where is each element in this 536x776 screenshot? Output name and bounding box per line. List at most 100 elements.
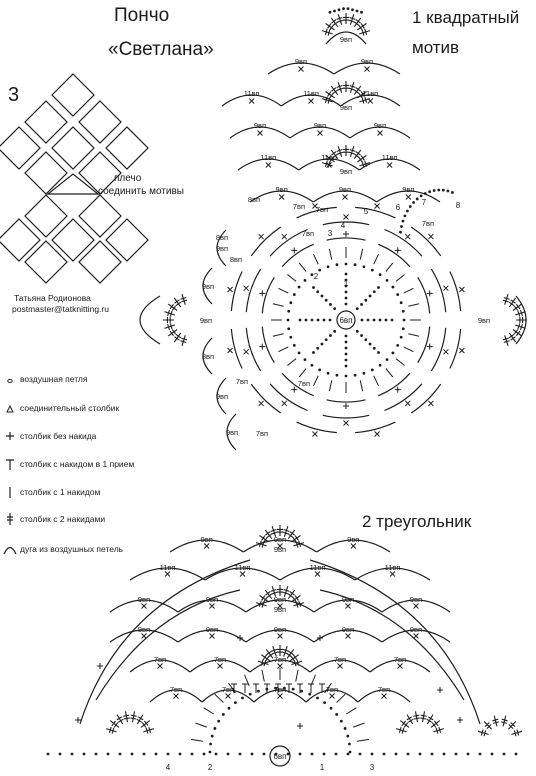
chain-arch: [249, 659, 311, 673]
single-crochet-mark: [227, 347, 233, 354]
chain-arch: [216, 377, 227, 415]
chain-stitch-mark: [324, 298, 328, 302]
chain-stitch-mark: [310, 273, 314, 277]
chain-stitch-mark: [328, 318, 332, 322]
chain-arch: [267, 62, 335, 75]
chain-stitch-mark: [298, 318, 302, 322]
chain-stitch-mark: [303, 279, 307, 282]
chain-arch: [261, 276, 275, 314]
single-crochet-mark: [377, 130, 383, 136]
treble-crochet-mark: [325, 155, 335, 163]
author-email: postmaster@tatknitting.ru: [12, 304, 109, 314]
arch-label: 7вп: [214, 655, 226, 664]
treble-crochet-mark: [264, 589, 273, 600]
double-crochet-mark: [328, 380, 333, 392]
chain-stitch-mark: [82, 752, 86, 756]
layout-square-motif: [24, 151, 68, 195]
chain-stitch-mark: [394, 752, 398, 756]
single-crochet-mark: [329, 693, 335, 699]
chain-stitch-mark: [344, 358, 348, 362]
single-crochet-mark: [257, 130, 263, 136]
chain-stitch-mark: [396, 293, 400, 296]
chain-stitch-mark: [320, 294, 324, 298]
chain-stitch-mark: [343, 727, 347, 730]
center-ring-label: 6вп: [339, 316, 352, 325]
single-crochet-mark: [277, 633, 283, 639]
single-crochet-mark: [394, 386, 401, 393]
double-crochet-mark: [261, 669, 265, 682]
chain-stitch-mark: [316, 290, 320, 294]
treble-crochet-mark: [325, 91, 335, 99]
chain-stitch-mark: [227, 706, 231, 710]
treble-crochet-mark: [293, 600, 305, 608]
chain-stitch-mark: [166, 752, 170, 756]
chain-arch: [269, 228, 308, 257]
treble-crochet-mark: [123, 711, 130, 723]
arch-label: 9вп: [274, 535, 286, 544]
single-crochet-mark: [258, 400, 265, 407]
single-crochet-mark: [217, 663, 223, 669]
double-crochet-mark: [287, 274, 297, 282]
chain-stitch-icon: [2, 373, 18, 387]
single-crochet-mark: [209, 633, 215, 639]
chain-arch: [322, 414, 370, 419]
double-crochet-mark: [272, 303, 284, 307]
chain-arch: [237, 158, 300, 171]
single-crochet-mark: [426, 343, 433, 350]
layout-square-motif: [78, 240, 122, 284]
treble-crochet-mark: [357, 155, 367, 163]
chain-stitch-mark: [360, 334, 363, 337]
chain-stitch-mark: [372, 290, 376, 294]
single-crochet-mark: [258, 233, 265, 240]
arch-label: 9вп: [274, 545, 286, 554]
chain-stitch-mark: [262, 752, 266, 756]
treble-crochet-mark: [282, 586, 290, 597]
arch-label: 8вп: [230, 255, 242, 264]
dc-cluster-mark: [275, 683, 281, 693]
single-crochet-mark: [277, 663, 283, 669]
arch-label: 9вп: [200, 316, 212, 325]
treble-crochet-mark: [173, 297, 182, 308]
chain-arch: [250, 226, 282, 257]
chain-stitch-mark: [337, 8, 341, 12]
chain-stitch-mark: [385, 358, 389, 361]
chain-stitch-mark: [333, 329, 337, 333]
chain-stitch-mark: [318, 368, 322, 372]
row-number: 6: [396, 203, 401, 212]
single-crochet-mark: [459, 347, 465, 354]
double-crochet-mark: [385, 368, 394, 378]
treble-crochet-mark: [260, 654, 271, 662]
chain-arch: [309, 659, 371, 673]
arch-label: 11вп: [235, 563, 251, 572]
chain-arch: [349, 126, 411, 139]
chain-stitch-mark: [292, 344, 296, 347]
double-crochet-mark: [357, 738, 370, 742]
single-crochet-mark: [225, 693, 231, 699]
single-crochet-mark: [389, 571, 396, 577]
single-crochet-mark: [312, 431, 318, 437]
chain-arch: [449, 271, 462, 312]
chain-stitch-mark: [348, 742, 351, 746]
chain-stitch-mark: [344, 364, 348, 368]
center-chain-ring: [269, 745, 291, 767]
row-number: 7: [422, 198, 427, 207]
arch-label: 9вп: [276, 185, 288, 194]
chain-stitch-mark: [399, 230, 402, 234]
treble-crochet-mark: [512, 303, 523, 311]
chain-stitch-mark: [291, 687, 295, 691]
chain-stitch-mark: [355, 9, 359, 13]
single-crochet-mark: [298, 66, 304, 72]
treble-crochet-mark: [140, 720, 151, 728]
legend-label: дуга из воздушных петель: [20, 544, 124, 554]
treble-crochet-mark: [265, 649, 274, 659]
chain-stitch-mark: [378, 318, 382, 322]
chain-stitch-mark: [303, 358, 307, 361]
single-crochet-mark: [227, 286, 233, 293]
chain-stitch-mark: [364, 338, 368, 342]
row-number: 3: [370, 763, 375, 772]
treble-crochet-mark: [255, 540, 267, 548]
chain-stitch-mark: [310, 363, 314, 367]
chain-stitch-mark: [396, 344, 400, 347]
single-crochet-mark: [277, 693, 283, 699]
